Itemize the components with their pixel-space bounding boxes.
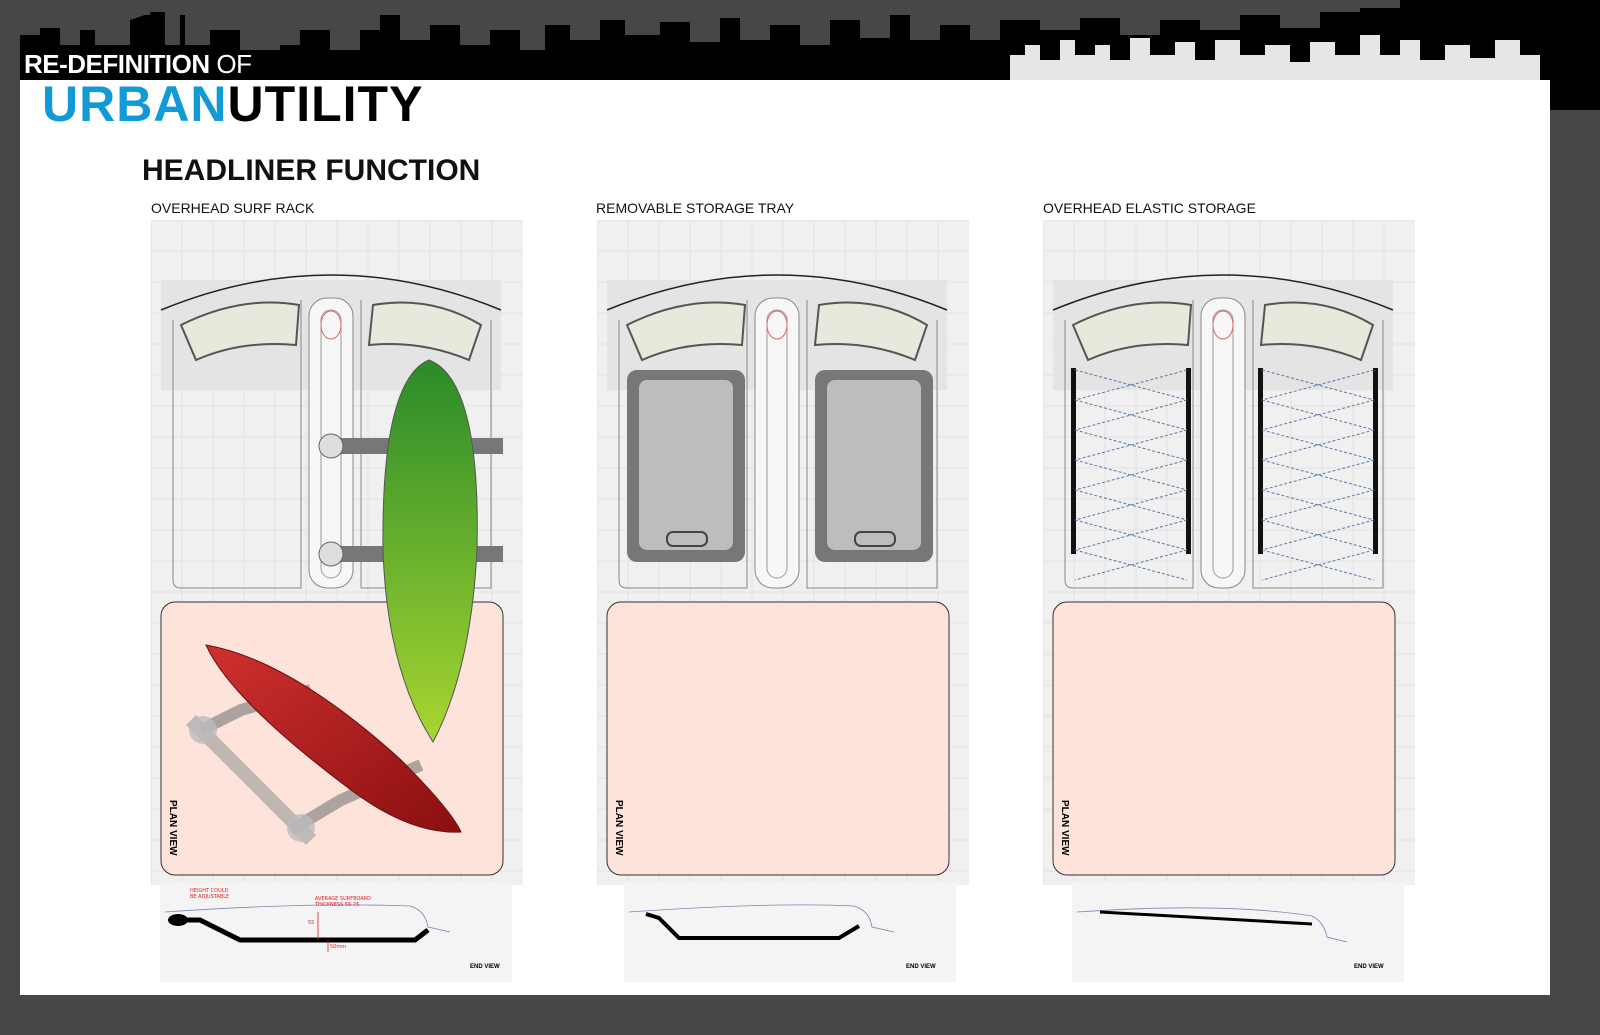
end-view-label: END VIEW	[906, 964, 936, 970]
visor-right	[1259, 301, 1375, 362]
page-title: HEADLINER FUNCTION	[142, 154, 481, 187]
storage-tray	[627, 370, 745, 562]
annotation-dim2: 50mm	[330, 944, 347, 950]
red-surfboard	[205, 644, 462, 833]
plan-view-label: PLAN VIEW	[1059, 800, 1070, 856]
brand-utility: UTILITY	[227, 76, 424, 132]
brand-urban: URBAN	[42, 76, 228, 132]
visor-right	[367, 301, 483, 362]
roof-arc	[606, 274, 948, 311]
plan-view-surf-rack	[151, 220, 523, 885]
brand-redefinition: RE-DEFINITION	[24, 49, 210, 79]
storage-tray	[815, 370, 933, 562]
cargo-floor	[1052, 601, 1396, 876]
end-view-storage-tray	[624, 882, 956, 982]
end-view-label: END VIEW	[470, 964, 500, 970]
plan-view-label: PLAN VIEW	[613, 800, 624, 856]
annotation-height: HEIGHT COULD BE ADJUSTABLE	[190, 888, 230, 900]
annotation-dim1: 55	[308, 920, 315, 926]
end-view-elastic-storage	[1072, 882, 1404, 982]
roof-arc	[1052, 274, 1394, 311]
plan-view-storage-tray	[597, 220, 969, 885]
brand-of: OF	[216, 49, 252, 79]
cargo-floor	[606, 601, 950, 876]
visor-left	[625, 301, 747, 362]
plan-view-label: PLAN VIEW	[167, 800, 178, 856]
brand-line1: RE-DEFINITION OF	[24, 49, 252, 79]
visor-right	[813, 301, 929, 362]
city-skyline-graphic	[20, 0, 1600, 110]
visor-left	[1071, 301, 1193, 362]
end-view-surf-rack	[160, 882, 512, 982]
panel-title-elastic-storage: OVERHEAD ELASTIC STORAGE	[1043, 200, 1256, 216]
annotation-thickness: AVERAGE SURFBOARD THICKNESS 55-75	[315, 896, 372, 908]
end-view-label: END VIEW	[1354, 964, 1384, 970]
plan-view-elastic-storage	[1043, 220, 1415, 885]
panel-title-storage-tray: REMOVABLE STORAGE TRAY	[596, 200, 795, 216]
visor-left	[179, 301, 301, 362]
roof-arc	[160, 274, 502, 311]
green-surfboard	[382, 359, 478, 743]
panel-title-surf-rack: OVERHEAD SURF RACK	[151, 200, 315, 216]
brand-line2: URBANUTILITY	[42, 79, 423, 129]
